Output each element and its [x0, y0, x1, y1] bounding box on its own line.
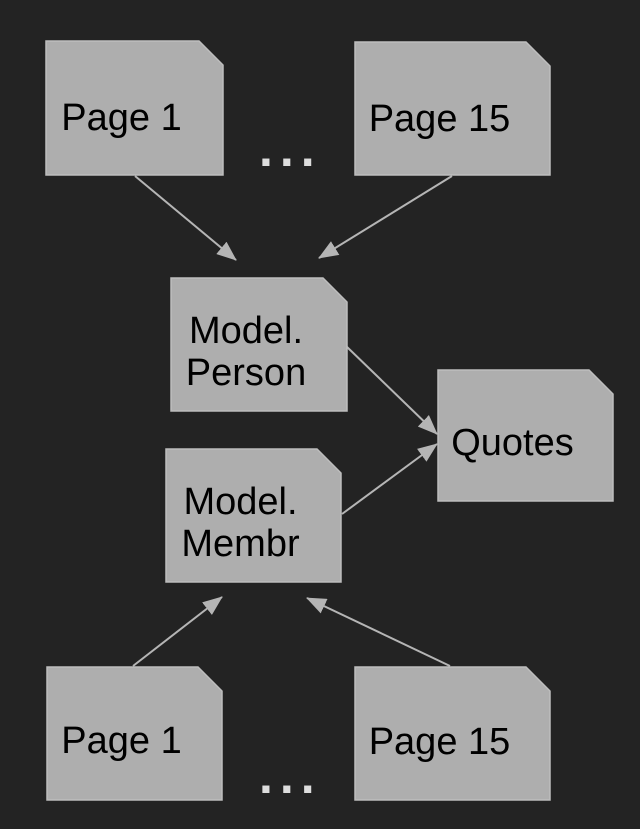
- edge-model-membr-to-quotes: [341, 443, 438, 515]
- node-label: Page 1: [61, 97, 181, 139]
- node-label: Quotes: [451, 422, 574, 464]
- node-label-line1: Model.: [189, 310, 303, 352]
- node-page15-bottom: Page 15: [354, 666, 551, 801]
- edge-page1-top-to-model-person: [134, 175, 237, 261]
- edge-page15-top-to-model-person: [318, 175, 453, 259]
- edge-page1-bottom-to-model-membr: [132, 596, 223, 667]
- ellipsis-top: ...: [259, 121, 322, 177]
- note-shape: [170, 277, 348, 412]
- ellipsis-bottom: ...: [259, 748, 322, 804]
- edges: [132, 175, 453, 667]
- node-label-line2: Membr: [181, 523, 300, 565]
- note-shape: [165, 448, 342, 583]
- note-shape: [437, 369, 614, 502]
- node-quotes: Quotes: [437, 369, 614, 502]
- node-label: Page 15: [369, 98, 511, 140]
- note-shape: [354, 666, 551, 801]
- node-model-membr: Model. Membr: [165, 448, 342, 583]
- node-page1-bottom: Page 1: [46, 666, 223, 801]
- note-shape: [354, 41, 551, 176]
- note-shape: [45, 40, 224, 176]
- node-page15-top: Page 15: [354, 41, 551, 176]
- note-shape: [46, 666, 223, 801]
- node-page1-top: Page 1: [45, 40, 224, 176]
- node-label-line1: Model.: [183, 481, 297, 523]
- node-label: Page 1: [61, 720, 181, 762]
- node-model-person: Model. Person: [170, 277, 348, 412]
- edge-page15-bottom-to-model-membr: [306, 597, 451, 667]
- node-label-line2: Person: [186, 352, 306, 394]
- edge-model-person-to-quotes: [345, 345, 438, 435]
- node-label: Page 15: [369, 721, 511, 763]
